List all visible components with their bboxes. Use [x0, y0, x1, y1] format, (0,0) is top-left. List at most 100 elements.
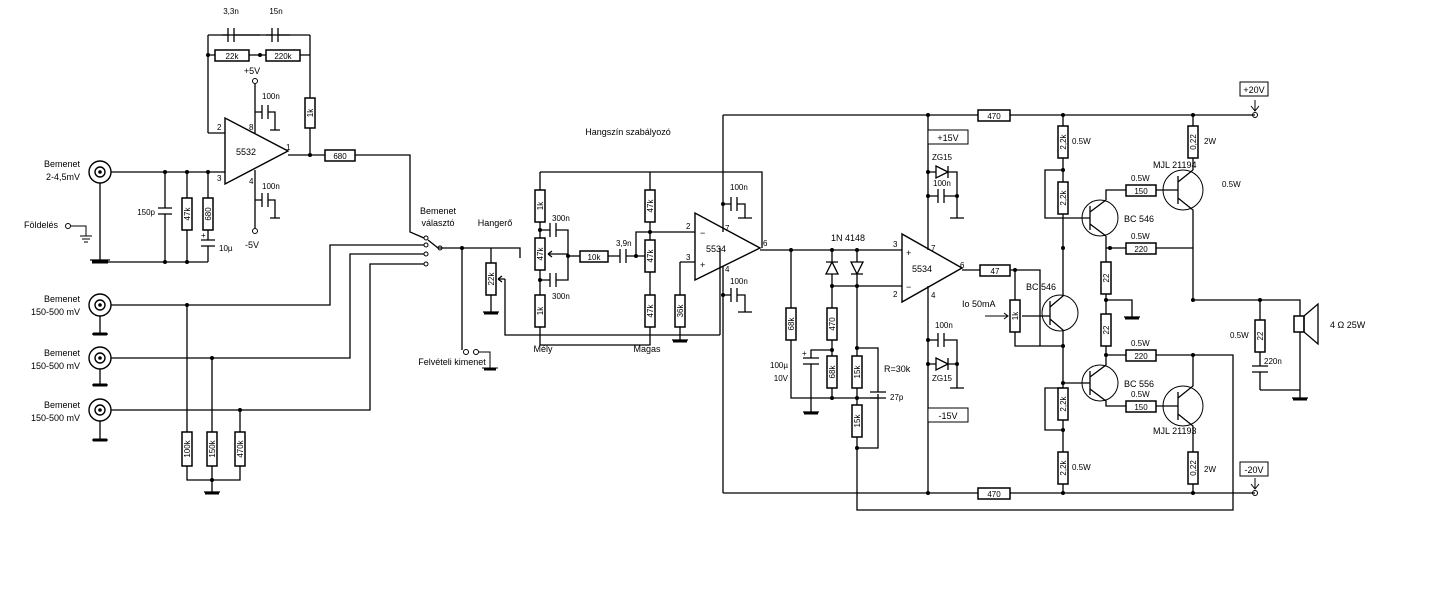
- svg-text:1k: 1k: [536, 306, 545, 315]
- diode-label: 1N 4148: [831, 233, 865, 243]
- svg-text:+: +: [802, 349, 807, 358]
- speaker-label: 4 Ω 25W: [1330, 320, 1366, 330]
- rec-output-label: Felvételi kimenet: [418, 357, 486, 367]
- svg-text:4: 4: [249, 177, 254, 186]
- svg-text:3,9n: 3,9n: [616, 239, 632, 248]
- svg-text:100n: 100n: [730, 277, 748, 286]
- svg-text:100n: 100n: [933, 179, 951, 188]
- svg-text:Bemenet: Bemenet: [44, 400, 81, 410]
- svg-text:2W: 2W: [1204, 137, 1216, 146]
- svg-text:36k: 36k: [676, 304, 685, 318]
- svg-text:5534: 5534: [912, 264, 932, 274]
- input-1-range: 2-4,5mV: [46, 172, 80, 182]
- svg-text:1k: 1k: [1011, 311, 1020, 320]
- svg-text:470: 470: [987, 112, 1001, 121]
- svg-text:47: 47: [991, 267, 1000, 276]
- svg-text:100n: 100n: [935, 321, 953, 330]
- svg-text:680: 680: [333, 152, 347, 161]
- svg-text:15k: 15k: [853, 365, 862, 379]
- svg-text:Io 50mA: Io 50mA: [962, 299, 996, 309]
- svg-text:47k: 47k: [646, 199, 655, 213]
- svg-text:3,3n: 3,3n: [223, 7, 239, 16]
- svg-text:0.5W: 0.5W: [1131, 339, 1150, 348]
- svg-text:100k: 100k: [183, 439, 192, 457]
- svg-text:150-500 mV: 150-500 mV: [31, 413, 80, 423]
- line-inputs: Bemenet 150-500 mV Bemenet 150-500 mV Be…: [31, 244, 424, 495]
- svg-text:47k: 47k: [183, 207, 192, 221]
- svg-text:100n: 100n: [262, 92, 280, 101]
- svg-text:2,2k: 2,2k: [1059, 189, 1068, 205]
- svg-text:6: 6: [960, 261, 965, 270]
- rail-minus-20v: -20V: [1244, 465, 1263, 475]
- svg-text:0.5W: 0.5W: [1230, 331, 1249, 340]
- svg-text:4: 4: [931, 291, 936, 300]
- tone-control: Hangszín szabályozó 1k 47k 1k 300n 300n …: [533, 115, 768, 493]
- svg-text:10V: 10V: [774, 374, 789, 383]
- svg-text:+5V: +5V: [244, 66, 260, 76]
- svg-text:22: 22: [1102, 273, 1111, 282]
- svg-text:BC 546: BC 546: [1026, 282, 1056, 292]
- svg-text:2: 2: [217, 123, 222, 132]
- svg-text:2W: 2W: [1204, 465, 1216, 474]
- svg-text:2: 2: [893, 290, 898, 299]
- svg-text:22: 22: [1102, 325, 1111, 334]
- svg-text:22: 22: [1256, 331, 1265, 340]
- svg-text:BC 546: BC 546: [1124, 214, 1154, 224]
- svg-text:15k: 15k: [853, 414, 862, 428]
- bass-pot-47k[interactable]: [534, 237, 546, 271]
- svg-text:5532: 5532: [236, 147, 256, 157]
- volume-pot-22k[interactable]: [485, 262, 497, 296]
- transistor-mjl21193: [1162, 385, 1204, 427]
- svg-text:1k: 1k: [536, 201, 545, 210]
- svg-text:220n: 220n: [1264, 357, 1282, 366]
- svg-text:+: +: [906, 248, 911, 258]
- svg-text:22k: 22k: [226, 52, 240, 61]
- svg-text:0,22: 0,22: [1189, 134, 1198, 150]
- svg-text:0.5W: 0.5W: [1222, 180, 1241, 189]
- selector-label: Bemenet: [420, 206, 457, 216]
- svg-text:0.5W: 0.5W: [1072, 463, 1091, 472]
- svg-text:0,22: 0,22: [1189, 460, 1198, 476]
- tone-label: Hangszín szabályozó: [585, 127, 671, 137]
- svg-text:BC 556: BC 556: [1124, 379, 1154, 389]
- output-stage: 2,2k 0.5W 2,2k BC 546 150 0.5W 220 0.5W …: [962, 115, 1366, 493]
- ic-5534-power: [901, 232, 964, 304]
- ic-5532: [224, 116, 290, 186]
- svg-text:3: 3: [893, 240, 898, 249]
- svg-text:7: 7: [725, 224, 730, 233]
- svg-text:220: 220: [1134, 245, 1148, 254]
- svg-text:5534: 5534: [706, 244, 726, 254]
- treble-pot-47k[interactable]: [644, 239, 656, 273]
- svg-text:MJL 21193: MJL 21193: [1153, 426, 1197, 436]
- svg-text:150-500 mV: 150-500 mV: [31, 307, 80, 317]
- svg-text:22k: 22k: [487, 272, 496, 286]
- transistor-bc546-bias: [1041, 294, 1079, 332]
- svg-text:470: 470: [987, 490, 1001, 499]
- svg-text:+: +: [700, 260, 705, 270]
- svg-text:1: 1: [286, 143, 291, 152]
- r-22k-feedback: [214, 49, 250, 62]
- svg-text:0.5W: 0.5W: [1131, 174, 1150, 183]
- treble-label: Magas: [633, 344, 661, 354]
- svg-text:Bemenet: Bemenet: [44, 294, 81, 304]
- transistor-mjl21194: [1162, 169, 1204, 211]
- svg-text:100n: 100n: [730, 183, 748, 192]
- svg-text:3: 3: [217, 174, 222, 183]
- svg-text:100n: 100n: [262, 182, 280, 191]
- svg-text:−: −: [906, 282, 911, 292]
- svg-text:2: 2: [686, 222, 691, 231]
- ground-label: Földelés: [24, 220, 59, 230]
- svg-text:2,2k: 2,2k: [1059, 459, 1068, 475]
- svg-text:150k: 150k: [208, 439, 217, 457]
- svg-text:150: 150: [1134, 403, 1148, 412]
- preamp-section: Bemenet 2-4,5mV Földelés 150p 47k 680 10…: [24, 7, 425, 264]
- ic-5534-tone: [694, 211, 762, 282]
- svg-text:68k: 68k: [787, 317, 796, 331]
- svg-text:-15V: -15V: [938, 411, 957, 421]
- svg-text:8: 8: [249, 123, 254, 132]
- svg-text:R=30k: R=30k: [884, 364, 911, 374]
- r-220k-feedback: [265, 49, 301, 62]
- svg-text:27p: 27p: [890, 393, 904, 402]
- svg-text:Bemenet: Bemenet: [44, 348, 81, 358]
